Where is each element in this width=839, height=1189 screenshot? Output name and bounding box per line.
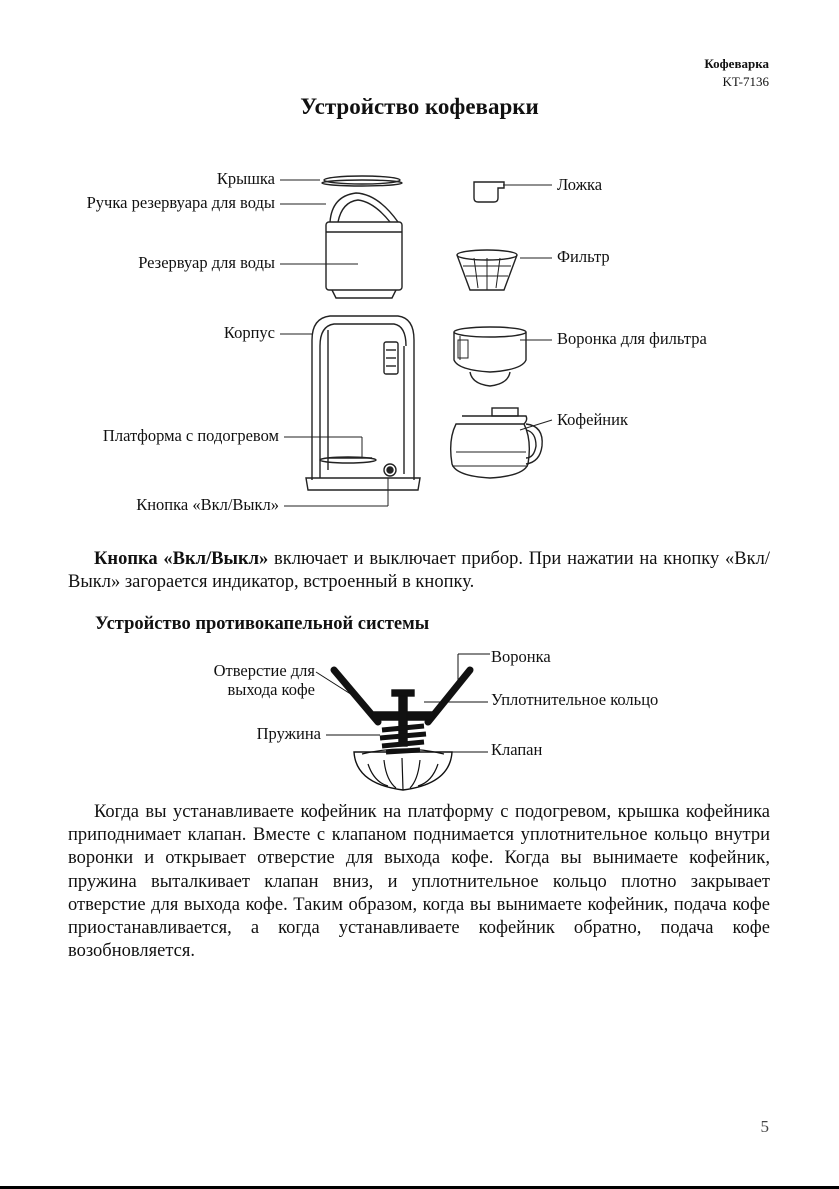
- valve-icon: [354, 749, 452, 790]
- anti-drip-text: Когда вы устанавливаете кофейник на плат…: [68, 802, 770, 961]
- label-seal-ring: Уплотнительное кольцо: [491, 690, 658, 710]
- anti-drip-description: Когда вы устанавливаете кофейник на плат…: [68, 801, 770, 963]
- spring-icon: [380, 690, 426, 752]
- anti-drip-diagram: [0, 0, 839, 820]
- label-valve: Клапан: [491, 740, 542, 760]
- label-outlet-line1: Отверстие для: [214, 661, 315, 681]
- label-outlet-line2: выхода кофе: [227, 680, 315, 700]
- label-spring: Пружина: [257, 724, 321, 744]
- page-number: 5: [761, 1117, 770, 1137]
- label-funnel: Воронка: [491, 647, 551, 667]
